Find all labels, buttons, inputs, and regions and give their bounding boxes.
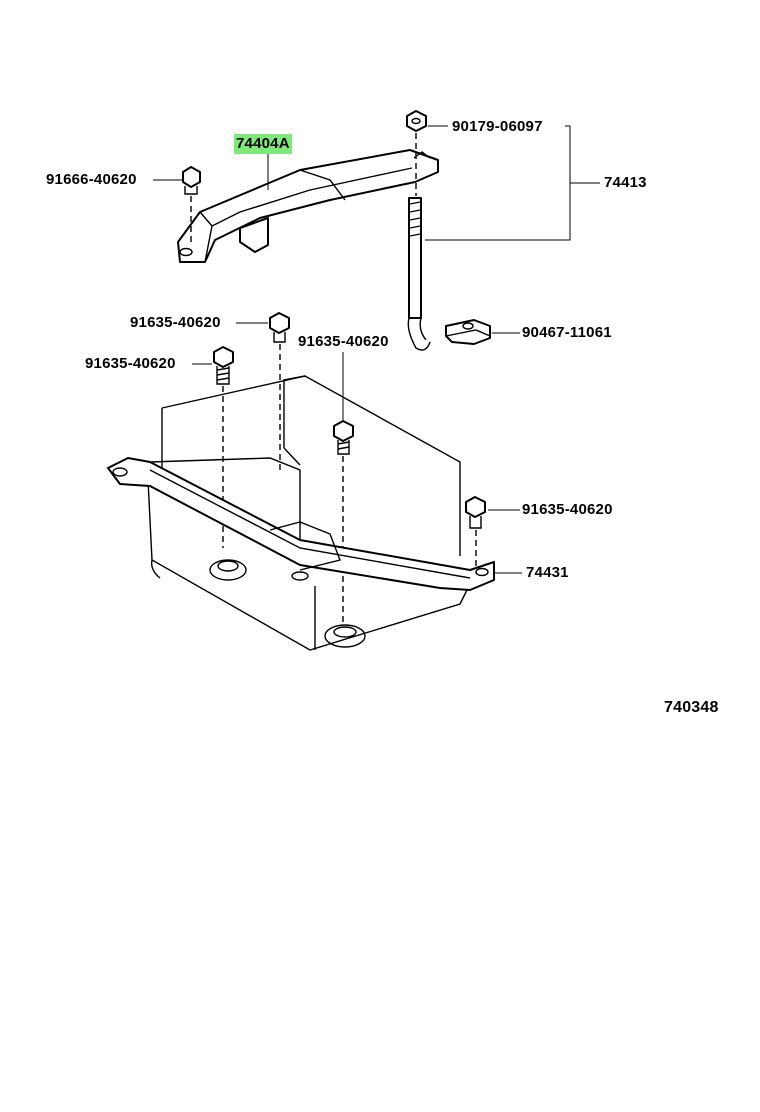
part-label-74431[interactable]: 74431 bbox=[526, 564, 569, 581]
hold-down-rod bbox=[407, 197, 431, 351]
bolt-91635-d bbox=[465, 496, 486, 566]
part-label-74404A[interactable]: 74404A bbox=[234, 134, 292, 154]
part-label-74413[interactable]: 74413 bbox=[604, 174, 647, 191]
clamp-90467 bbox=[445, 319, 491, 345]
battery-hold-down-bracket bbox=[177, 149, 439, 263]
part-label-90467-11061[interactable]: 90467-11061 bbox=[522, 324, 612, 341]
bolt-91635-c bbox=[333, 420, 354, 622]
bolt-91666 bbox=[182, 166, 201, 242]
battery-tray bbox=[107, 375, 495, 651]
diagram-reference-number: 740348 bbox=[664, 699, 719, 716]
part-label-91635-40620[interactable]: 91635-40620 bbox=[85, 355, 176, 372]
part-label-91635-40620[interactable]: 91635-40620 bbox=[298, 333, 389, 350]
part-label-91635-40620[interactable]: 91635-40620 bbox=[522, 501, 613, 518]
part-label-91635-40620[interactable]: 91635-40620 bbox=[130, 314, 221, 331]
nut-90179 bbox=[406, 110, 427, 196]
bolt-91635-a bbox=[269, 312, 290, 470]
part-label-90179-06097[interactable]: 90179-06097 bbox=[452, 118, 543, 135]
part-label-91666-40620[interactable]: 91666-40620 bbox=[46, 171, 137, 188]
